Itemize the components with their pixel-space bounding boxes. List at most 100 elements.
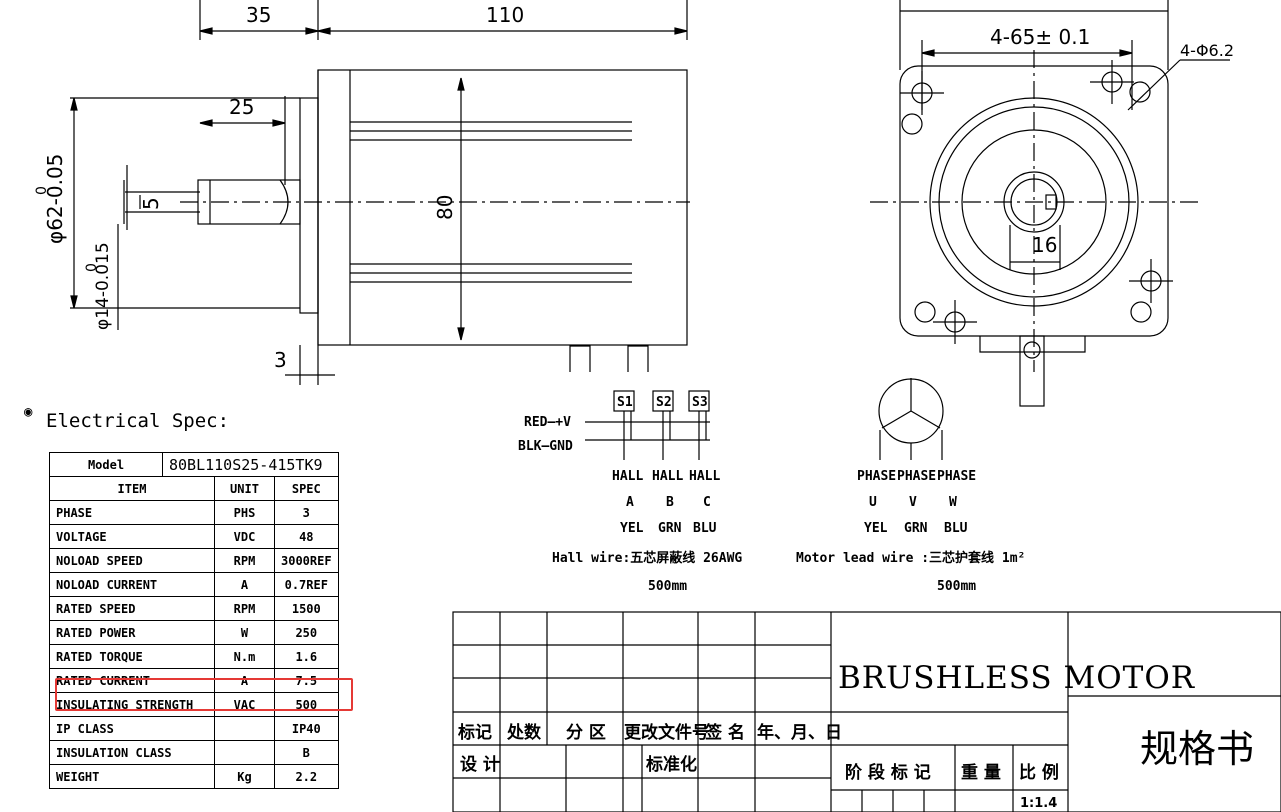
dim-80: 80: [433, 195, 457, 220]
dim-holes-dia: 4-Φ6.2: [1180, 41, 1234, 60]
phase-label-w: PHASE: [937, 469, 976, 484]
unit-cell: VDC: [214, 524, 275, 549]
unit-cell: W: [214, 620, 275, 645]
weight-label: 重 量: [961, 763, 1001, 783]
item-cell: RATED POWER: [49, 620, 215, 645]
phase-letter-v: V: [909, 495, 917, 510]
unit-cell: N.m: [214, 644, 275, 669]
hall-color-a: YEL: [620, 521, 644, 536]
dim-phi14: φ14-0.015: [93, 242, 113, 330]
phase-letter-u: U: [869, 495, 877, 510]
spec-cell: B: [274, 740, 339, 765]
item-cell: VOLTAGE: [49, 524, 215, 549]
spec-cell: 3: [274, 500, 339, 525]
dim-110: 110: [486, 3, 524, 27]
unit-cell: A: [214, 668, 275, 693]
motor-wire-length: 500mm: [937, 579, 976, 594]
hall-letter-c: C: [703, 495, 711, 510]
spec-cell: 7.5: [274, 668, 339, 693]
spec-cell: 3000REF: [274, 548, 339, 573]
bullet-icon: ◉: [24, 404, 33, 420]
rev-header-docno: 更改文件号: [624, 723, 709, 743]
unit-cell: A: [214, 572, 275, 597]
item-cell: INSULATING STRENGTH: [49, 692, 215, 717]
item-cell: RATED TORQUE: [49, 644, 215, 669]
sensor-s1: S1: [617, 395, 633, 410]
model-value: 80BL110S25-415TK9: [162, 452, 339, 477]
spec-cell: 48: [274, 524, 339, 549]
rev-header-zone: 分 区: [566, 723, 606, 743]
unit-cell: [214, 740, 275, 765]
phase-letter-w: W: [949, 495, 957, 510]
rev-header-sign: 签 名: [705, 723, 745, 743]
model-row: Model 80BL110S25-415TK9: [49, 452, 339, 477]
spec-heading: Electrical Spec:: [46, 410, 230, 432]
rev-header-mark: 标记: [458, 723, 492, 743]
dim-phi62: φ62-0.05: [43, 154, 67, 244]
hall-label-a: HALL: [612, 469, 643, 484]
hall-label-c: HALL: [689, 469, 720, 484]
ratio-label: 比 例: [1019, 763, 1059, 783]
phase-color-w: BLU: [944, 521, 968, 536]
unit-cell: VAC: [214, 692, 275, 717]
unit-cell: RPM: [214, 596, 275, 621]
item-cell: NOLOAD SPEED: [49, 548, 215, 573]
spec-cell: 250: [274, 620, 339, 645]
hall-letter-a: A: [626, 495, 634, 510]
hall-wire-note: Hall wire:五芯屏蔽线 26AWG: [552, 550, 742, 566]
spec-cell: 1.6: [274, 644, 339, 669]
sensor-s3: S3: [692, 395, 708, 410]
doc-type: 规格书: [1140, 727, 1255, 771]
spec-cell: 2.2: [274, 764, 339, 789]
standard-label: 标准化: [646, 755, 697, 775]
item-cell: NOLOAD CURRENT: [49, 572, 215, 597]
hall-letter-b: B: [666, 495, 674, 510]
item-cell: IP CLASS: [49, 716, 215, 741]
dim-35: 35: [246, 3, 271, 27]
hall-color-b: GRN: [658, 521, 682, 536]
hall-wire-length: 500mm: [648, 579, 687, 594]
col-unit: UNIT: [214, 476, 275, 501]
rev-header-date: 年、月、日: [757, 723, 842, 743]
drawing-title: BRUSHLESS MOTOR: [838, 660, 1196, 696]
item-cell: WEIGHT: [49, 764, 215, 789]
ratio-value: 1:1.4: [1020, 796, 1058, 811]
model-label: Model: [49, 452, 163, 477]
phase-color-u: YEL: [864, 521, 888, 536]
hall-label-b: HALL: [652, 469, 683, 484]
dim-5: 5: [139, 197, 163, 210]
dim-holes-spacing: 4-65± 0.1: [990, 25, 1090, 49]
wire-red-label: RED—+V: [524, 415, 571, 430]
wire-blk-label: BLK—GND: [518, 439, 573, 454]
dim-25: 25: [229, 95, 254, 119]
spec-cell: IP40: [274, 716, 339, 741]
col-item: ITEM: [49, 476, 215, 501]
dim-phi14-upper: 0: [84, 263, 100, 272]
spec-cell: 1500: [274, 596, 339, 621]
header-row: ITEM UNIT SPEC: [49, 476, 339, 501]
table-row: IP CLASS IP40: [49, 716, 339, 741]
spec-table: Model 80BL110S25-415TK9 ITEM UNIT SPEC P…: [49, 452, 339, 789]
unit-cell: RPM: [214, 548, 275, 573]
design-label: 设 计: [460, 755, 500, 775]
dim-phi62-upper: 0: [34, 186, 50, 195]
item-cell: RATED SPEED: [49, 596, 215, 621]
stage-label: 阶 段 标 记: [845, 763, 931, 783]
unit-cell: Kg: [214, 764, 275, 789]
motor-wire-note: Motor lead wire :三芯护套线 1m²: [796, 550, 1025, 566]
phase-color-v: GRN: [904, 521, 928, 536]
unit-cell: PHS: [214, 500, 275, 525]
unit-cell: [214, 716, 275, 741]
spec-cell: 0.7REF: [274, 572, 339, 597]
highlight-rated-current: [55, 678, 353, 711]
phase-label-u: PHASE: [857, 469, 896, 484]
